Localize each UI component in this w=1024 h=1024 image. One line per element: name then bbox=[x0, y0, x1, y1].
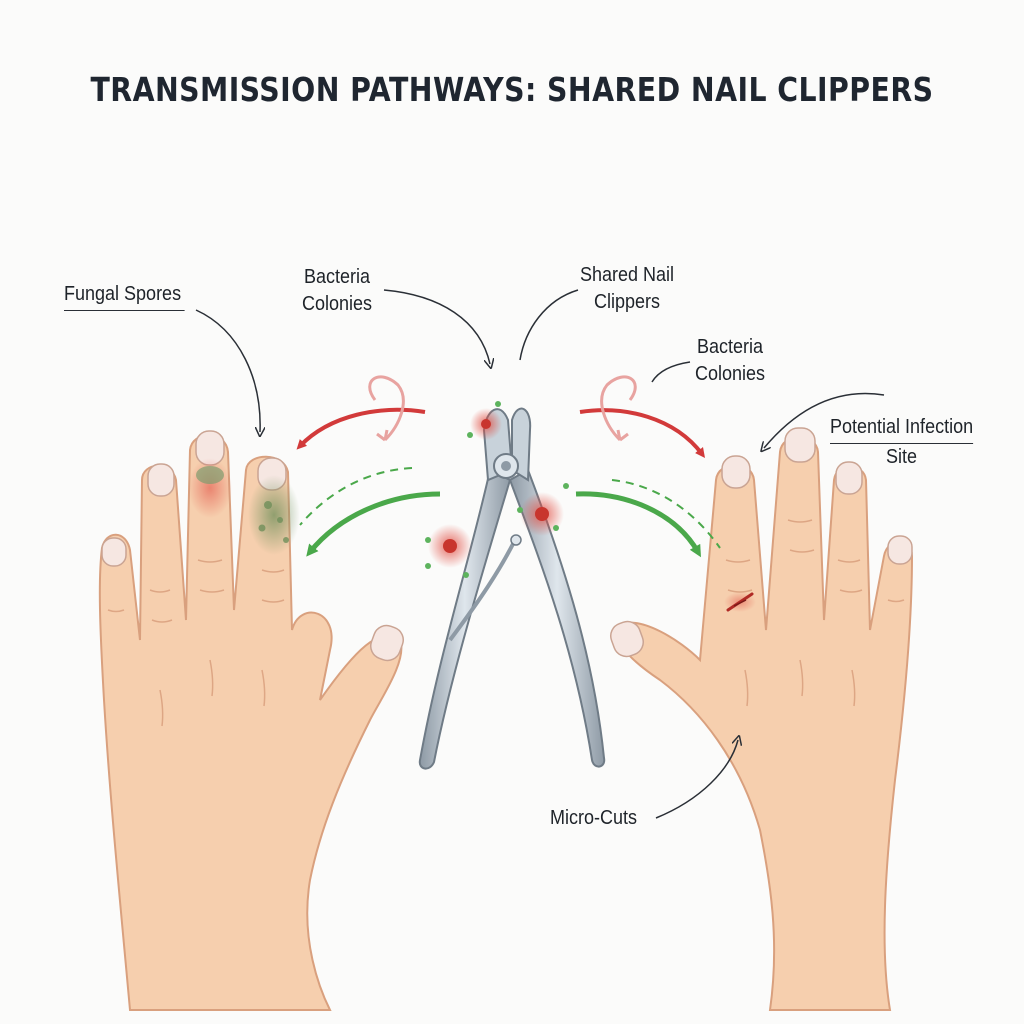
fungal-spores-label: Fungal Spores bbox=[64, 281, 185, 311]
micro-cuts-text: Micro-Cuts bbox=[550, 807, 638, 829]
diagram-title: TRANSMISSION PATHWAYS: SHARED NAIL CLIPP… bbox=[90, 70, 934, 109]
clippers-line2: Clippers bbox=[594, 291, 661, 313]
left-red-arrow bbox=[296, 375, 426, 450]
left-hand-creases bbox=[107, 559, 285, 727]
bacteria-right-line2: Colonies bbox=[695, 363, 766, 385]
fungal-spores-text: Fungal Spores bbox=[64, 281, 185, 311]
left-hand bbox=[98, 434, 403, 1011]
leader-lines bbox=[195, 289, 885, 819]
clippers-line1: Shared Nail bbox=[580, 264, 675, 286]
right-green-arrow bbox=[575, 479, 721, 558]
right-hand bbox=[616, 436, 914, 1011]
micro-cut-wound bbox=[724, 592, 756, 612]
bacteria-clusters bbox=[428, 408, 564, 568]
potential-infection-site-label: Potential Infection Site bbox=[830, 414, 974, 471]
bacteria-colonies-right-label: Bacteria Colonies bbox=[695, 334, 765, 388]
bacteria-left-line1: Bacteria bbox=[303, 266, 371, 288]
fungal-infection-spots bbox=[188, 458, 300, 555]
micro-cuts-label: Micro-Cuts bbox=[550, 805, 637, 832]
left-green-arrow bbox=[299, 467, 441, 557]
infection-line1: Potential Infection bbox=[830, 414, 974, 444]
right-hand-creases bbox=[725, 519, 905, 707]
spore-dots bbox=[425, 401, 569, 578]
right-hand-nails bbox=[610, 427, 913, 658]
bacteria-left-line2: Colonies bbox=[302, 293, 373, 315]
bacteria-colonies-left-label: Bacteria Colonies bbox=[302, 264, 372, 318]
infection-line2: Site bbox=[886, 446, 918, 468]
nail-clippers bbox=[418, 407, 606, 770]
bacteria-right-line1: Bacteria bbox=[696, 336, 764, 358]
shared-nail-clippers-label: Shared Nail Clippers bbox=[580, 262, 674, 316]
right-red-arrow bbox=[579, 375, 706, 458]
